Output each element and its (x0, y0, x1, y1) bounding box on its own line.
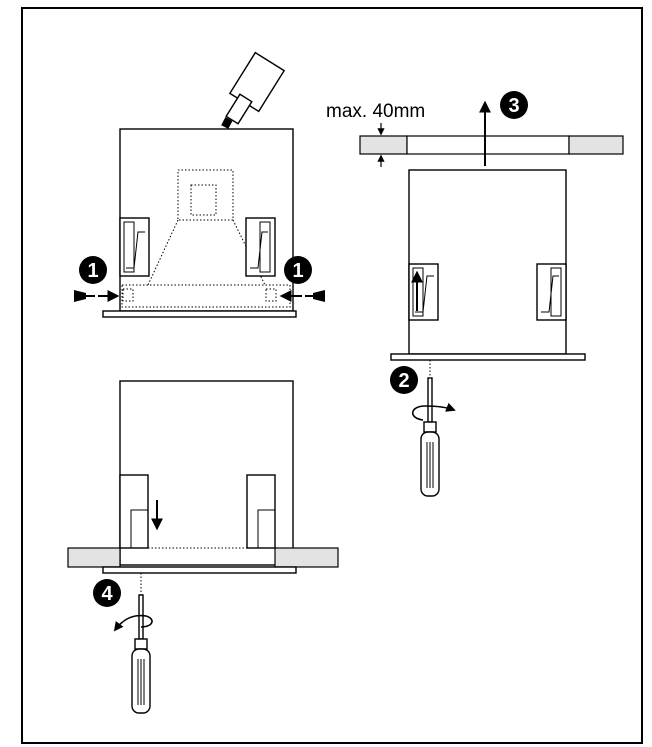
screw-left (74, 290, 95, 302)
spring-clip-left (408, 263, 439, 321)
mounting-flange (390, 353, 586, 361)
panel-step-2-3: max. 40mm 3 (326, 91, 624, 497)
rotation-arrow (113, 614, 153, 632)
mounting-flange (102, 310, 297, 318)
ceiling-panel (359, 135, 624, 155)
spring-clip-right (245, 217, 276, 277)
screw-right (305, 290, 325, 302)
rotation-arrow (411, 402, 456, 421)
step-number: 2 (398, 370, 409, 392)
spring-clip-right (536, 263, 567, 321)
step-number: 1 (292, 260, 303, 282)
step-badge-1-left: 1 (79, 256, 107, 284)
step-badge-3: 3 (500, 91, 528, 119)
mounting-flange (102, 566, 297, 574)
housing-body (408, 169, 567, 355)
max-depth-label: max. 40mm (326, 101, 425, 122)
panel-step-1: 1 1 (74, 51, 325, 318)
step-badge-2: 2 (390, 366, 418, 394)
spring-clip-left (119, 474, 149, 549)
panel-step-4: 4 (67, 380, 339, 714)
ceiling-panel (67, 547, 339, 568)
page-border (21, 7, 643, 744)
screwdriver (420, 377, 440, 497)
lamp-plug (225, 51, 286, 125)
step-number: 1 (87, 260, 98, 282)
screwdriver (131, 594, 151, 714)
step-badge-4: 4 (93, 579, 121, 607)
spring-clip-left (119, 217, 150, 277)
step-badge-1-right: 1 (284, 256, 312, 284)
step-number: 3 (508, 95, 519, 117)
spring-clip-right (246, 474, 276, 549)
step-number: 4 (101, 583, 113, 605)
